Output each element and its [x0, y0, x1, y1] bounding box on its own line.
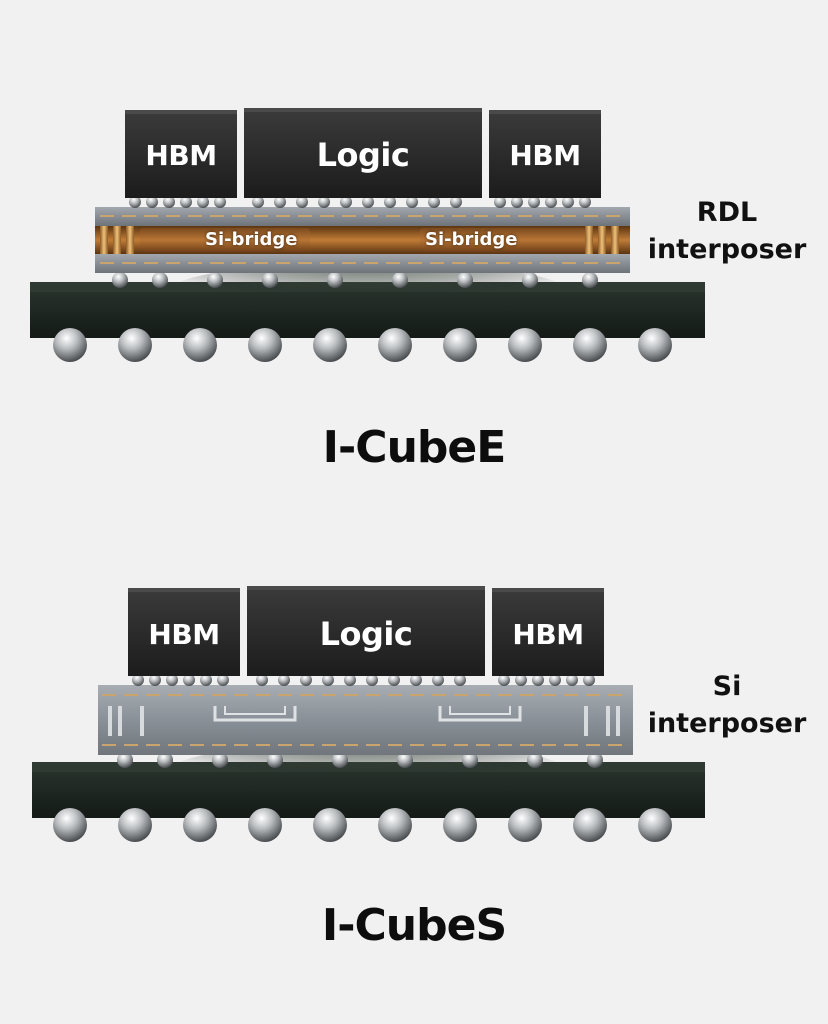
hbm-chip-right-s: [492, 588, 604, 676]
logic-label: Logic: [316, 136, 410, 174]
icube-e-illustration: [30, 108, 705, 362]
logic-chip-s: [247, 586, 485, 676]
icube-e-diagram: HBM Logic HBM Si-bridge Si-bridge RDL in…: [0, 0, 828, 500]
hbm-chip-left: [125, 110, 237, 198]
si-bridge-left: [140, 228, 310, 252]
hbm-chip-left-s: [128, 588, 240, 676]
si-bridge-right: [420, 228, 585, 252]
bumps-under-interposer: [112, 272, 598, 288]
icube-e-title: I-CubeE: [322, 422, 507, 473]
package-substrate: [30, 262, 705, 338]
side-label-line1-s: Si: [712, 671, 742, 702]
si-bridge-right-label: Si-bridge: [425, 229, 518, 250]
side-label-line2-s: interposer: [647, 708, 807, 739]
logic-label-s: Logic: [319, 615, 413, 653]
micro-bumps-chips: [129, 196, 591, 208]
solder-balls-bottom: [53, 328, 672, 362]
si-interposer: [98, 685, 633, 755]
side-label-line2: interposer: [647, 234, 807, 265]
hbm-right-label-s: HBM: [512, 618, 584, 651]
si-bridge-left-label: Si-bridge: [205, 229, 298, 250]
solder-balls-bottom-s: [53, 808, 672, 842]
si-interposer-label: Si interposer: [632, 668, 822, 742]
copper-pillars: [100, 226, 619, 254]
logic-chip: [244, 108, 482, 198]
hbm-left-label: HBM: [145, 139, 217, 172]
bumps-under-si-interposer: [117, 752, 603, 768]
icube-s-diagram: HBM Logic HBM Si interposer I-CubeS: [0, 480, 828, 980]
icube-s-title: I-CubeS: [321, 900, 507, 951]
icube-s-illustration: [32, 586, 705, 842]
hbm-left-label-s: HBM: [148, 618, 220, 651]
rdl-interposer-label: RDL interposer: [632, 194, 822, 268]
hbm-right-label: HBM: [509, 139, 581, 172]
micro-bumps-chips-s: [132, 674, 595, 686]
hbm-chip-right: [489, 110, 601, 198]
side-label-line1: RDL: [696, 197, 758, 228]
